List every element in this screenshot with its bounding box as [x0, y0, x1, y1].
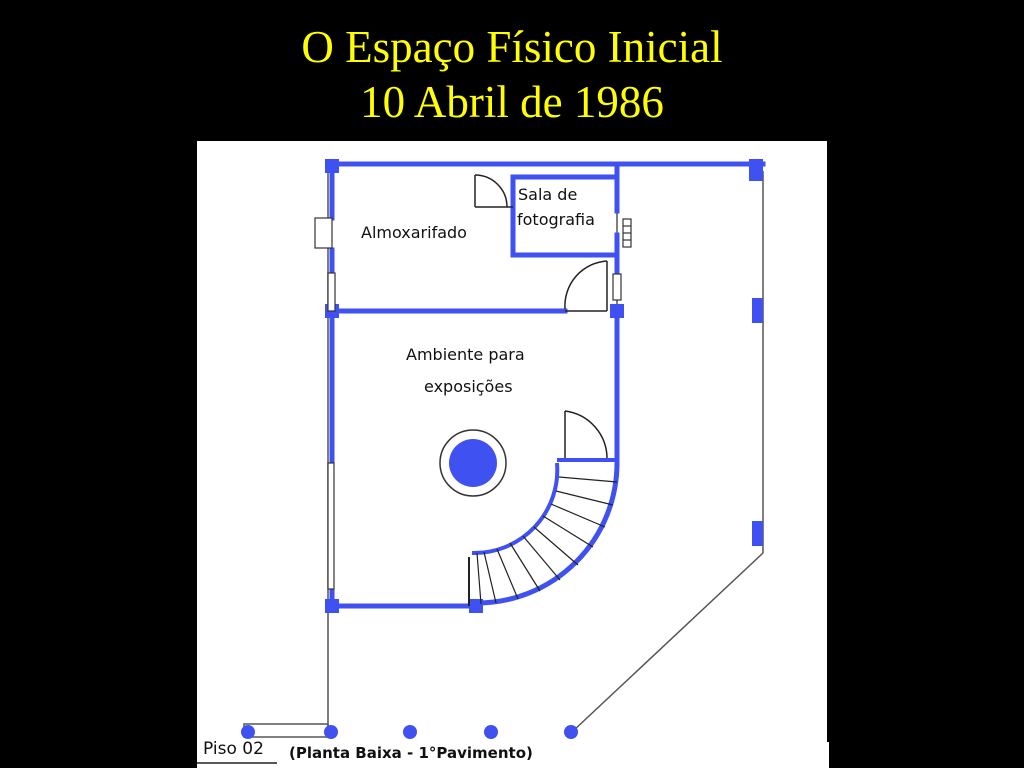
spiral-staircase: [468, 458, 620, 606]
label-ambiente-line2: exposições: [424, 377, 513, 396]
slide-title: O Espaço Físico Inicial 10 Abril de 1986: [0, 20, 1024, 130]
floor-plan: Almoxarifado Sala de fotografia Ambiente…: [197, 141, 827, 768]
title-line-1: O Espaço Físico Inicial: [301, 22, 723, 72]
central-column: [439, 429, 507, 497]
label-piso: Piso 02: [203, 739, 264, 759]
windows: [314, 217, 632, 590]
title-line-2: 10 Abril de 1986: [360, 77, 664, 127]
label-sala-line2: fotografia: [517, 210, 595, 229]
label-sala-line1: Sala de: [518, 185, 578, 204]
label-planta-baixa: (Planta Baixa - 1°Pavimento): [289, 744, 533, 762]
label-ambiente-line1: Ambiente para: [406, 345, 525, 364]
blue-walls: [325, 161, 766, 609]
floor-plan-drawing: [197, 159, 766, 764]
label-almoxarifado: Almoxarifado: [361, 223, 467, 242]
corner-mark: [823, 742, 829, 768]
